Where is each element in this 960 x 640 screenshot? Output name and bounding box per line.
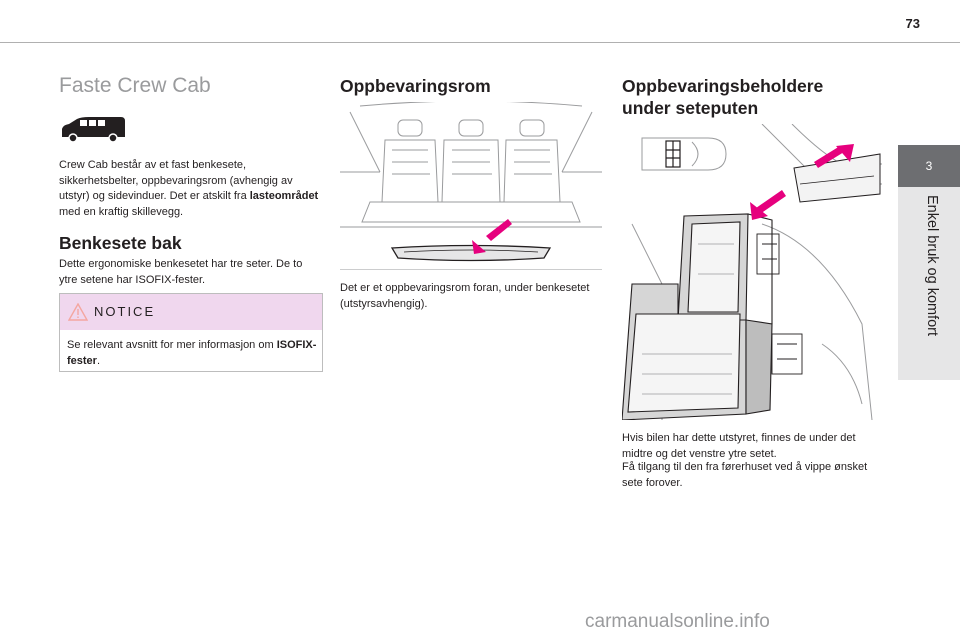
chapter-title: Enkel bruk og komfort xyxy=(924,195,940,337)
crew-cab-text-pre: Crew Cab består av et fast benkesete, si… xyxy=(59,159,293,202)
benkesete-text: Dette ergonomiske benkesetet har tre set… xyxy=(59,258,303,286)
bench-seat-illustration xyxy=(340,100,602,271)
watermark-text: carmanualsonline.info xyxy=(585,611,770,632)
under-seat-storage-illustration xyxy=(621,123,882,421)
notice-header: NOTICE xyxy=(60,294,322,330)
section-heading-oppbevaringsrom: Oppbevaringsrom xyxy=(340,76,491,96)
chapter-sidebar-bar xyxy=(898,187,960,380)
notice-label: NOTICE xyxy=(94,304,156,319)
crew-cab-text-post: med en kraftig skillevegg. xyxy=(59,205,184,218)
subheading-benkesete: Benkesete bak xyxy=(59,233,182,253)
page-number: 73 xyxy=(905,16,920,31)
header-divider xyxy=(0,42,960,43)
oppbevaringsrom-text: Det er et oppbevaringsrom foran, under b… xyxy=(340,282,590,310)
beholdere-text-1: Hvis bilen har dette utstyret, finnes de… xyxy=(622,432,856,460)
notice-text: Se relevant avsnitt for mer informasjon … xyxy=(67,338,317,369)
section-heading-crew-cab: Faste Crew Cab xyxy=(59,74,211,97)
chapter-number-tab: 3 xyxy=(898,145,960,187)
section-heading-beholdere-line2: under seteputen xyxy=(622,98,759,118)
van-icon xyxy=(59,115,129,145)
warning-icon xyxy=(68,303,88,321)
crew-cab-text-bold: lasteområdet xyxy=(249,190,319,202)
notice-text-pre: Se relevant avsnitt for mer informasjon … xyxy=(67,339,277,351)
beholdere-text-2: Få tilgang til den fra førerhuset ved å … xyxy=(622,461,868,489)
notice-box: NOTICE Se relevant avsnitt for mer infor… xyxy=(59,293,323,372)
notice-text-bold: ISOFIX-fester xyxy=(67,339,317,367)
crew-cab-description: Crew Cab består av et fast benkesete, si… xyxy=(59,158,321,220)
notice-text-post: . xyxy=(96,354,101,367)
section-heading-beholdere-line1: Oppbevaringsbeholdere xyxy=(622,76,824,96)
chapter-sidebar: 3 Enkel bruk og komfort xyxy=(898,145,960,380)
